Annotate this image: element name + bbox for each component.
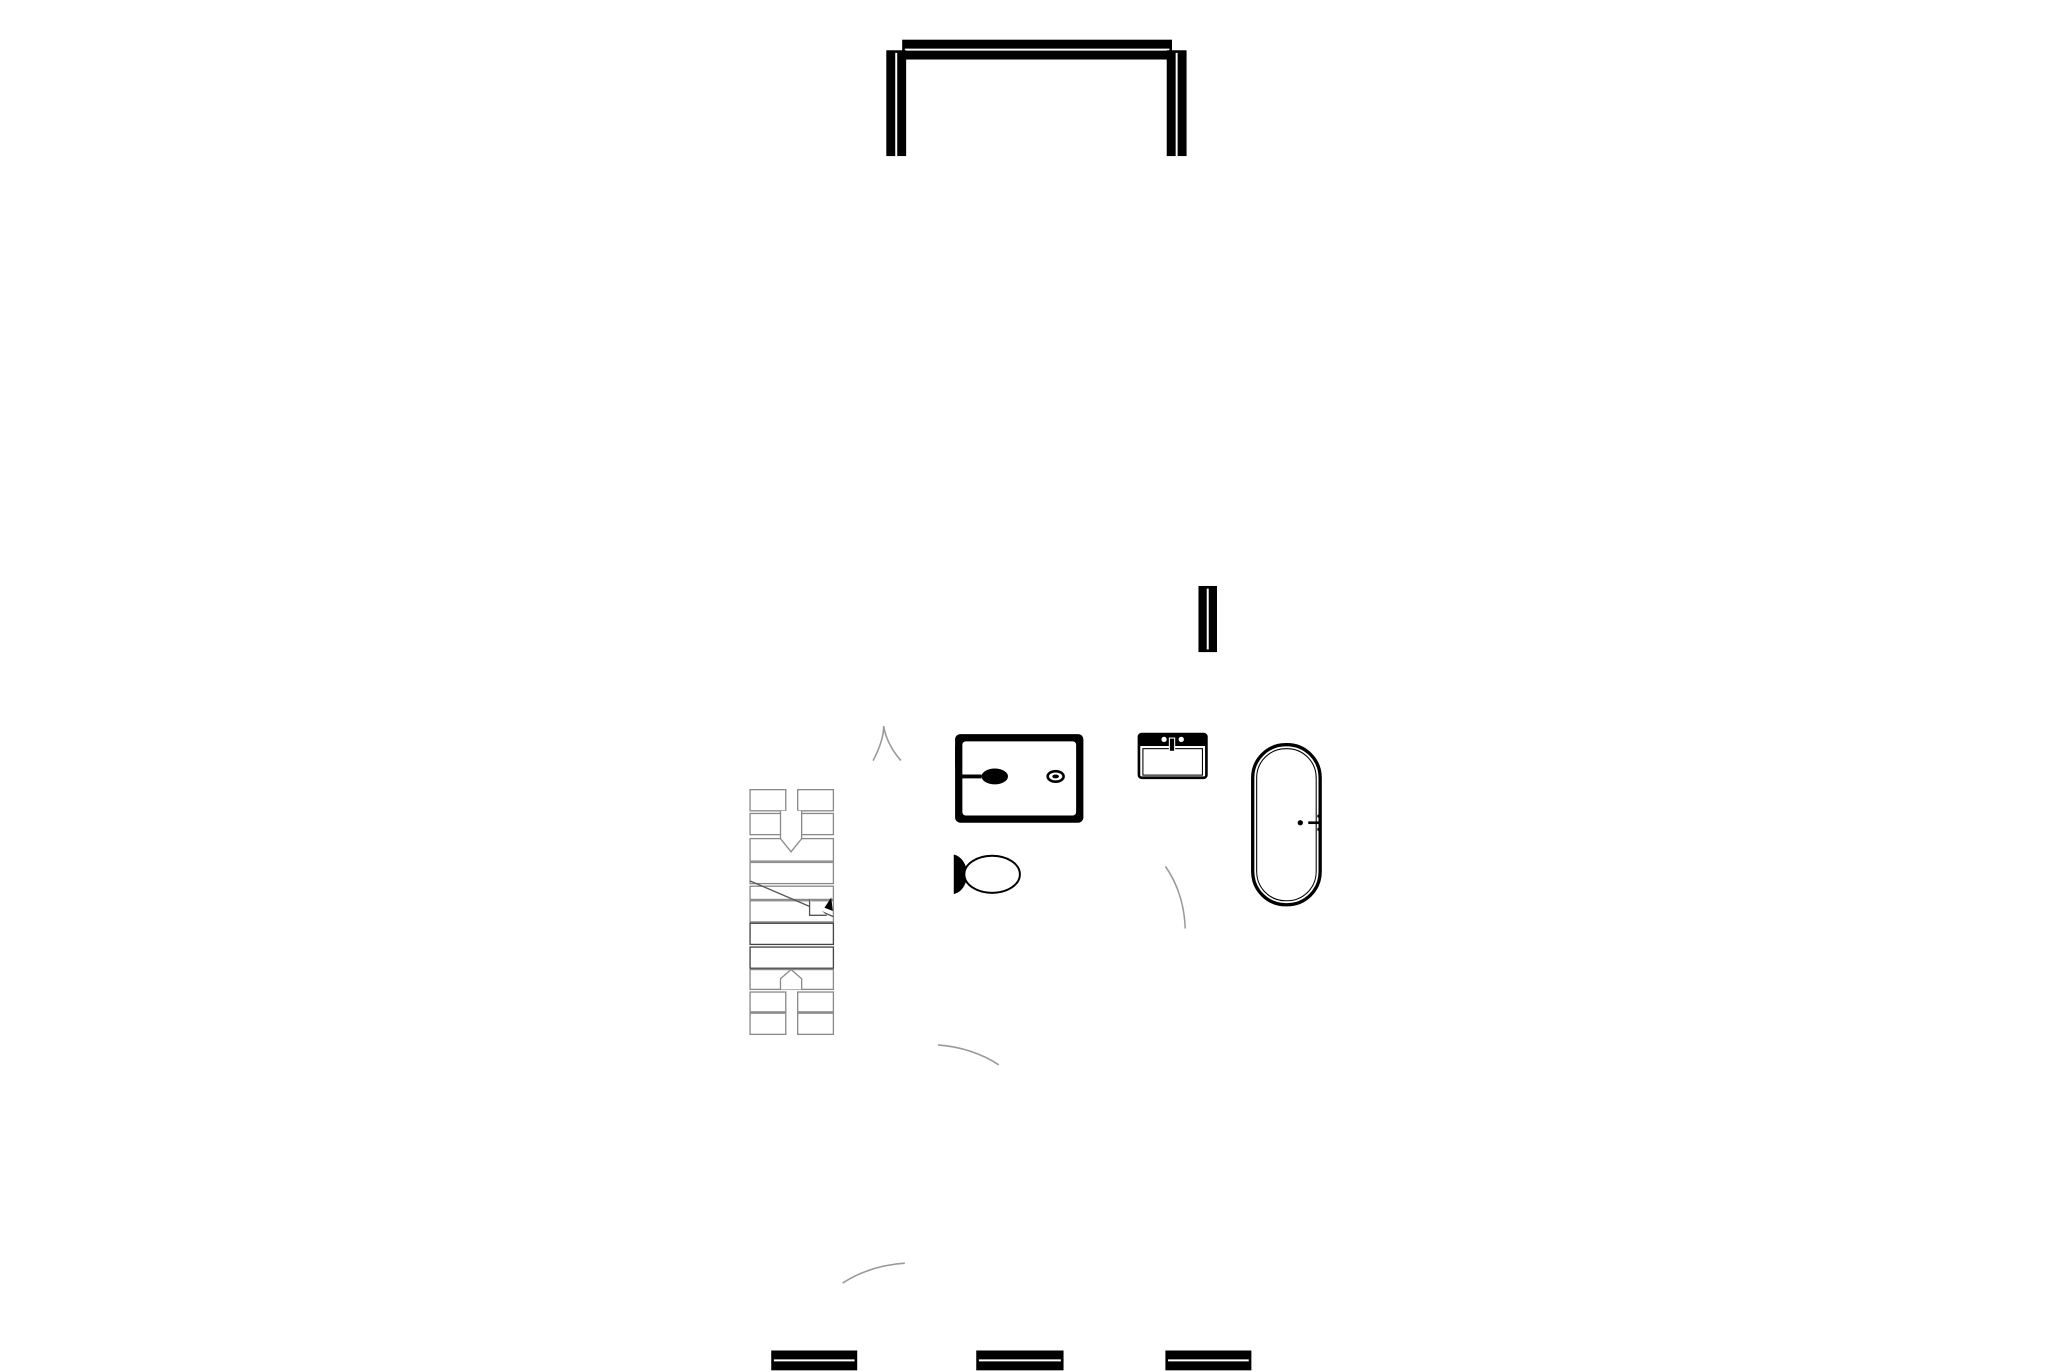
toilet-icon: [953, 854, 1021, 895]
top-wall-frame: [886, 39, 1187, 157]
bottom-walls: [771, 1350, 1252, 1371]
shower-icon: [955, 734, 1084, 823]
sink-icon: [1137, 732, 1208, 780]
door-swings: [842, 726, 1187, 1284]
staircase: [749, 789, 835, 1036]
bathtub-icon: [1251, 743, 1322, 907]
wall-segment: [1198, 585, 1217, 653]
